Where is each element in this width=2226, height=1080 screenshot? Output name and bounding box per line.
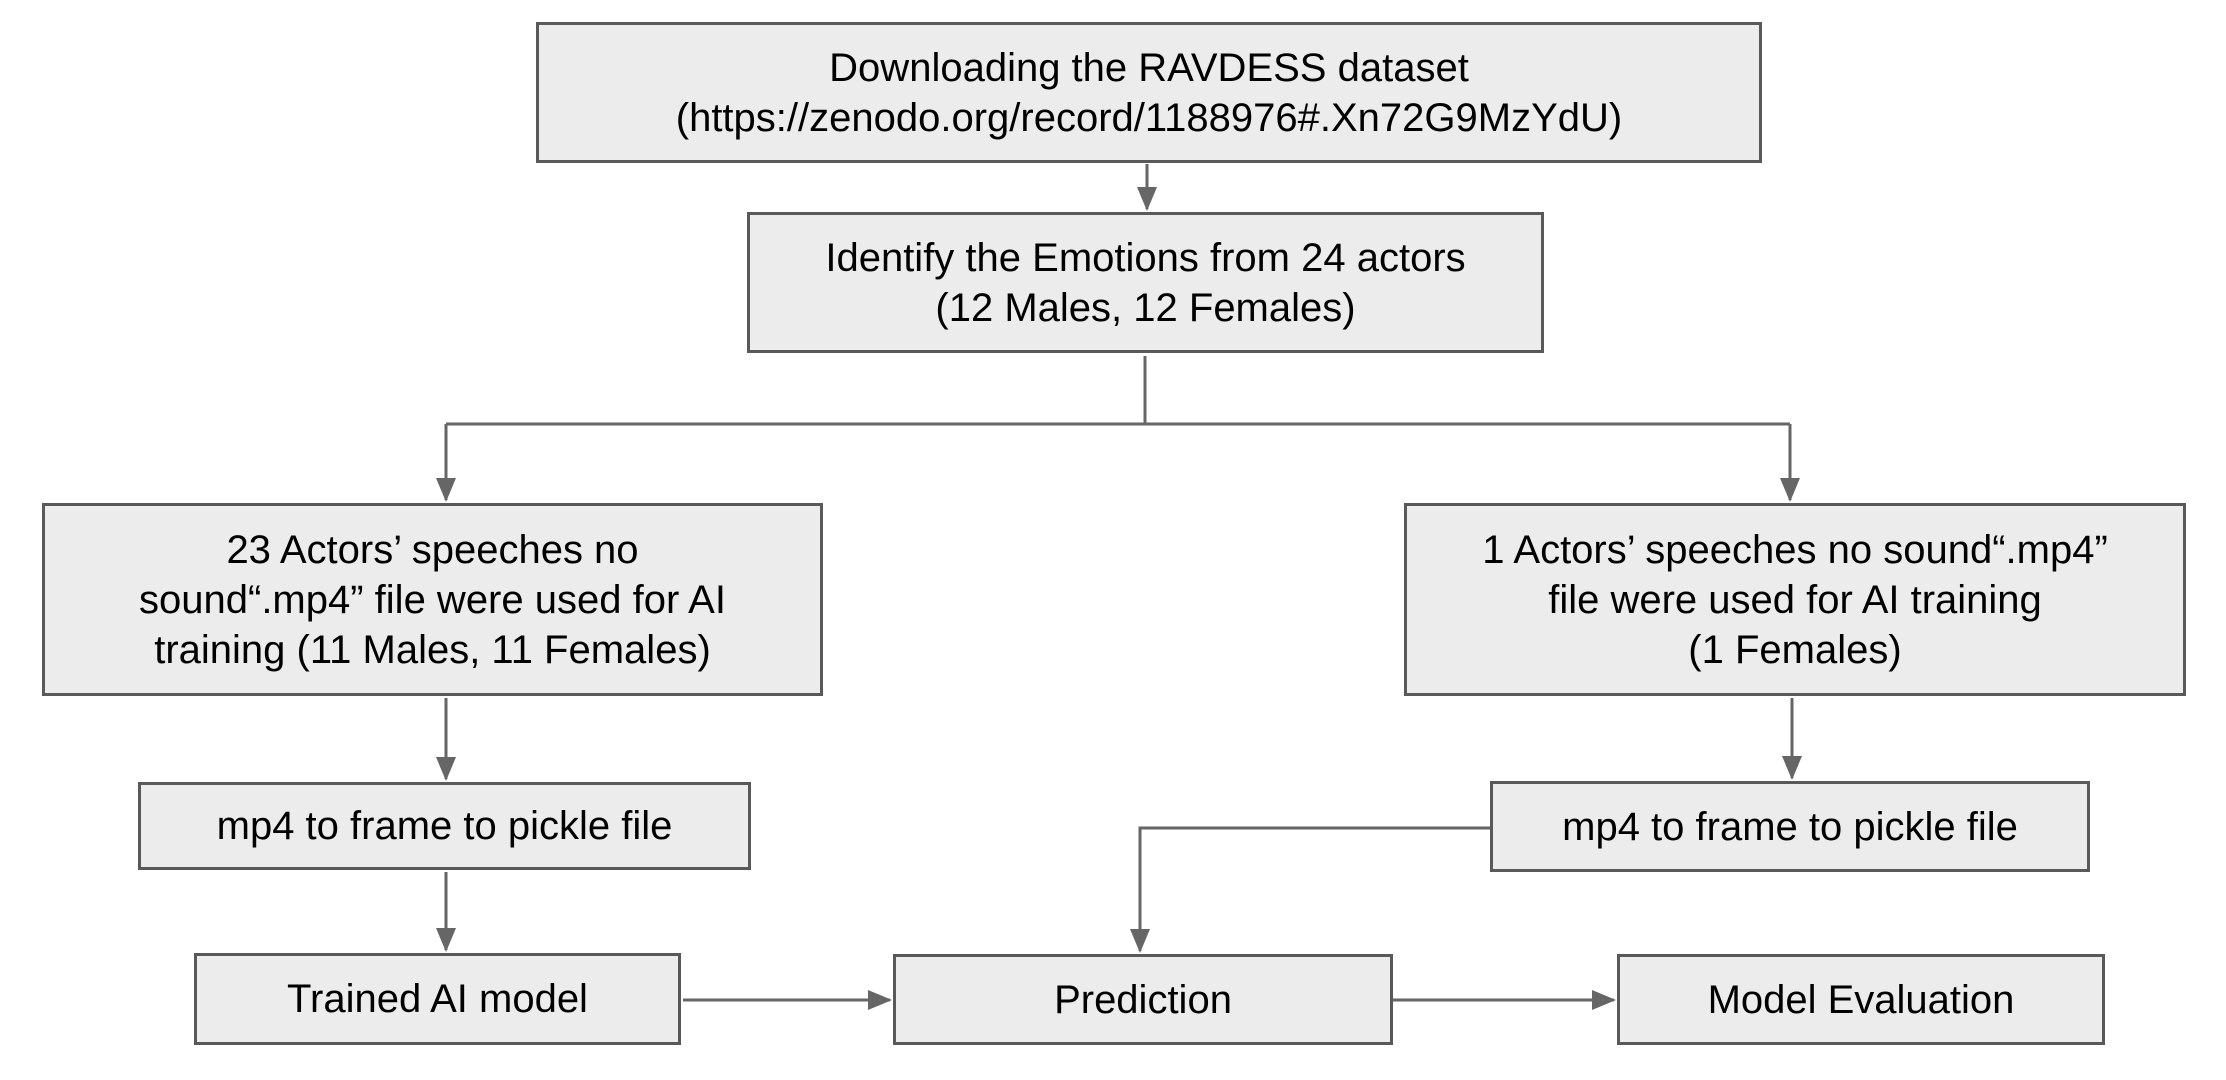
node-text-line: file were used for AI training: [1548, 577, 2042, 622]
node-text-line: 23 Actors’ speeches no: [226, 527, 639, 572]
node-text-line: mp4 to frame to pickle file: [1562, 804, 2018, 849]
node-text-line: Prediction: [1054, 977, 1232, 1022]
node-text-line: sound“.mp4” file were used for AI: [139, 577, 726, 622]
node-text-line: (1 Females): [1688, 627, 1902, 672]
node-download-ravdess-dataset: Downloading the RAVDESS dataset (https:/…: [536, 22, 1762, 163]
node-text-line: training (11 Males, 11 Females): [154, 627, 711, 672]
node-text-line: 1 Actors’ speeches no sound“.mp4”: [1482, 527, 2108, 572]
node-identify-emotions: Identify the Emotions from 24 actors (12…: [747, 212, 1544, 353]
connector-pickle-right-to-prediction: [1130, 826, 1490, 953]
node-mp4-to-pickle-right: mp4 to frame to pickle file: [1490, 781, 2090, 872]
node-text-line: Model Evaluation: [1707, 977, 2015, 1022]
node-text-line: Trained AI model: [287, 977, 588, 1021]
node-prediction: Prediction: [893, 954, 1393, 1045]
node-model-evaluation: Model Evaluation: [1617, 954, 2105, 1045]
node-trained-ai-model: Trained AI model: [194, 953, 681, 1045]
node-text-line: (12 Males, 12 Females): [935, 285, 1356, 330]
node-text-line: Identify the Emotions from 24 actors: [825, 235, 1466, 280]
node-mp4-to-pickle-left: mp4 to frame to pickle file: [138, 782, 751, 870]
node-text-line: mp4 to frame to pickle file: [216, 804, 673, 848]
node-23-actors-training-set: 23 Actors’ speeches no sound“.mp4” file …: [42, 503, 823, 696]
node-text-line: Downloading the RAVDESS dataset: [829, 45, 1469, 90]
node-text-line: (https://zenodo.org/record/1188976#.Xn72…: [675, 95, 1623, 140]
node-1-actor-test-set: 1 Actors’ speeches no sound“.mp4” file w…: [1404, 503, 2186, 696]
